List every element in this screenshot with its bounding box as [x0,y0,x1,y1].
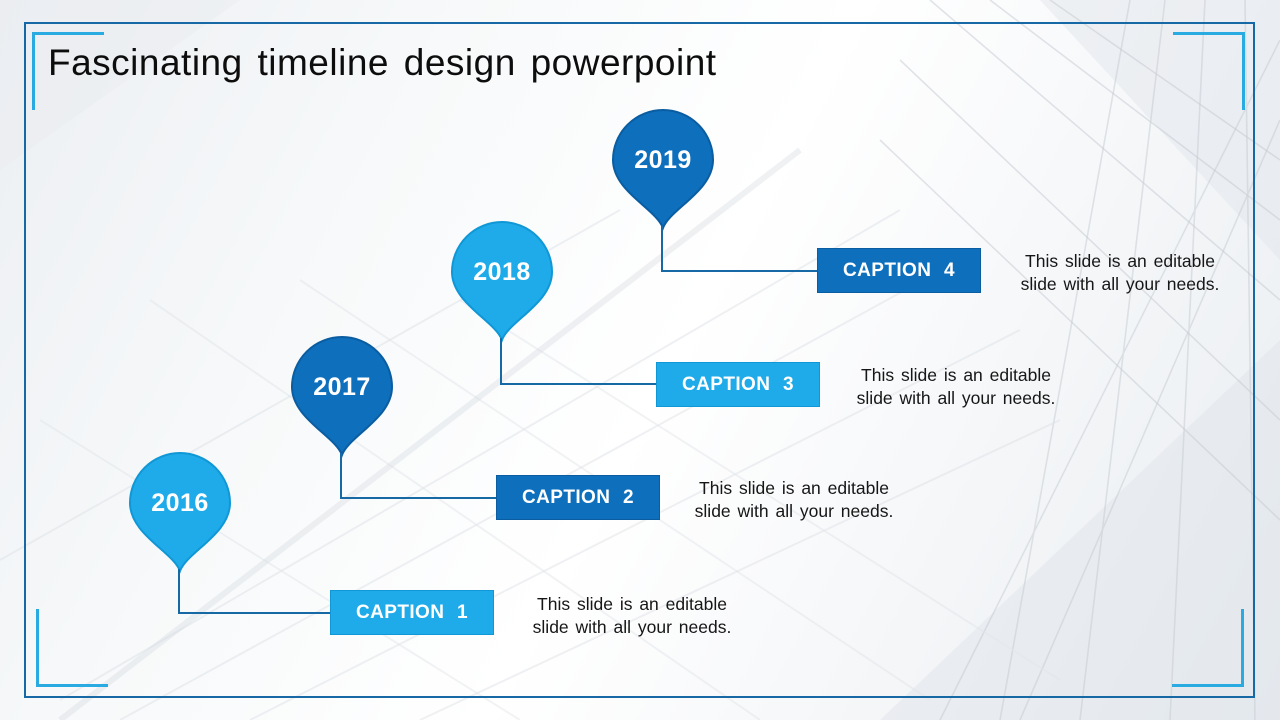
year-balloon-2018[interactable]: 2018 [450,220,554,343]
description-line: slide with all your needs. [694,501,894,521]
balloon-pin-shape [450,221,554,343]
year-label: 2016 [151,489,209,517]
caption-box-4[interactable]: CAPTION 4 [817,248,981,293]
corner-bracket-bottom-right [1172,609,1244,687]
connector-line-horizontal [178,612,330,614]
caption-label: CAPTION 1 [356,601,468,623]
connector-line-vertical [661,226,663,272]
description-line: slide with all your needs. [532,617,732,637]
year-label: 2017 [313,373,371,401]
connector-line-horizontal [340,497,496,499]
year-balloon-2017[interactable]: 2017 [290,335,394,458]
connector-line-vertical [340,453,342,499]
slide-title[interactable]: Fascinating timeline design powerpoint [48,42,717,83]
caption-description-2[interactable]: This slide is an editable slide with all… [686,477,902,523]
corner-bracket-top-right [1173,32,1245,110]
connector-line-horizontal [500,383,656,385]
caption-box-3[interactable]: CAPTION 3 [656,362,820,407]
balloon-pin-shape [611,109,715,231]
caption-description-3[interactable]: This slide is an editable slide with all… [848,364,1064,410]
caption-description-4[interactable]: This slide is an editable slide with all… [1012,250,1228,296]
caption-label: CAPTION 4 [843,259,955,281]
balloon-pin-shape [290,336,394,458]
balloon-pin-shape [128,452,232,574]
description-line: slide with all your needs. [1020,274,1220,294]
caption-description-1[interactable]: This slide is an editable slide with all… [524,593,740,639]
year-balloon-2019[interactable]: 2019 [611,108,715,231]
year-label: 2019 [634,146,692,174]
connector-line-horizontal [661,270,817,272]
corner-bracket-bottom-left [36,609,108,687]
description-line: This slide is an editable [699,478,889,498]
caption-box-1[interactable]: CAPTION 1 [330,590,494,635]
description-line: This slide is an editable [537,594,727,614]
description-line: This slide is an editable [861,365,1051,385]
connector-line-vertical [500,338,502,385]
slide-border-frame [24,22,1255,698]
year-balloon-2016[interactable]: 2016 [128,451,232,574]
caption-box-2[interactable]: CAPTION 2 [496,475,660,520]
connector-line-vertical [178,569,180,614]
caption-label: CAPTION 3 [682,373,794,395]
caption-label: CAPTION 2 [522,486,634,508]
year-label: 2018 [473,258,531,286]
corner-bracket-top-left [32,32,104,110]
description-line: slide with all your needs. [856,388,1056,408]
description-line: This slide is an editable [1025,251,1215,271]
